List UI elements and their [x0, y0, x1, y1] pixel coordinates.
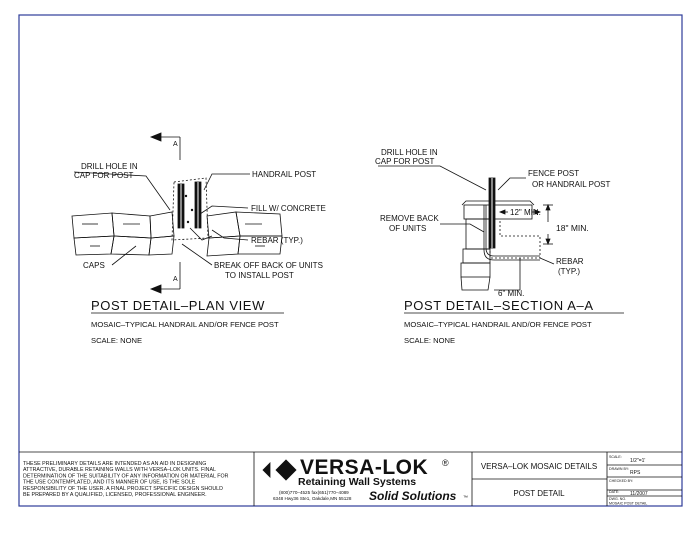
disclaimer-line: THESE PRELIMINARY DETAILS ARE INTENDED A… — [23, 461, 206, 467]
date-value: 11/2007 — [630, 491, 648, 497]
disclaimer-line: THE USE CONTEMPLATED, AND ITS MANNER OF … — [23, 480, 196, 486]
callout-break-off-1: BREAK OFF BACK OF UNITS — [214, 261, 323, 270]
drawn-value: RPS — [630, 470, 641, 476]
sec-callout-remove-1: REMOVE BACK — [380, 214, 439, 223]
logo-text: VERSA-LOK — [300, 456, 428, 479]
leader-section-rebar — [539, 257, 555, 265]
sec-callout-rebar-2: (TYP.) — [558, 267, 580, 276]
leader-section-drill — [378, 165, 487, 191]
section-view-scale: SCALE: NONE — [404, 336, 455, 345]
disclaimer-line: BE PREPARED BY A QUALIFIED, LICENSED, PR… — [23, 492, 207, 498]
logo-diamond-icon — [275, 459, 297, 481]
section-view-title: POST DETAIL–SECTION A–A — [404, 298, 594, 313]
disclaimer-line: DETERMINATION OF THE SUITABILITY OF ANY … — [23, 473, 229, 479]
callout-break-off-2: TO INSTALL POST — [225, 271, 294, 280]
callout-drill-hole-2: CAP FOR POST — [74, 171, 134, 180]
disclaimer-text: THESE PRELIMINARY DETAILS ARE INTENDED A… — [23, 461, 229, 498]
wall-unit-3 — [460, 262, 491, 278]
leader-rebar — [211, 229, 249, 241]
section-arrow-top — [149, 132, 162, 142]
disclaimer-line: RESPONSIBILITY OF THE USER. A FINAL PROJ… — [23, 486, 223, 492]
leader-caps — [111, 245, 137, 266]
checked-label: CHECKED BY: — [609, 479, 633, 483]
leader-section-fence — [497, 177, 526, 191]
leader-drill-hole — [73, 171, 171, 211]
tagline: Solid Solutions — [369, 489, 457, 503]
section-view-subtitle: MOSAIC–TYPICAL HANDRAIL AND/OR FENCE POS… — [404, 320, 592, 329]
callout-handrail-post: HANDRAIL POST — [252, 170, 316, 179]
dim-12-min: 12" MIN. — [510, 208, 541, 217]
dim-6-min: 6" MIN. — [498, 289, 524, 298]
callout-rebar: REBAR (TYP.) — [251, 236, 303, 245]
sec-callout-drill-2: CAP FOR POST — [375, 157, 435, 166]
rebar-bend — [485, 205, 540, 257]
section-arrow-bottom — [149, 284, 162, 294]
title-block — [19, 451, 682, 506]
leader-section-remove — [440, 223, 485, 233]
leader-handrail-post — [203, 173, 250, 191]
disclaimer-line: ATTRACTIVE, DURABLE RETAINING WALLS WITH… — [23, 467, 216, 473]
plan-view-scale: SCALE: NONE — [91, 336, 142, 345]
concrete-fill — [489, 219, 541, 259]
company-address: 6348 Hwy36 Ste1, Oakdale,MN 55128 — [273, 496, 352, 501]
sec-callout-drill-1: DRILL HOLE IN — [381, 148, 438, 157]
company-phone: (800)770–4525 fax(651)770–4089 — [279, 490, 349, 495]
callout-drill-hole-1: DRILL HOLE IN — [81, 162, 138, 171]
wall-units-plan — [71, 211, 283, 257]
sheet-border — [18, 14, 683, 507]
sec-callout-fence-2: OR HANDRAIL POST — [532, 180, 610, 189]
leader-fill-concrete — [199, 205, 249, 215]
handrail-posts-plan — [171, 177, 213, 241]
wall-unit-2 — [462, 248, 491, 264]
callout-caps: CAPS — [83, 261, 105, 270]
sec-callout-fence-1: FENCE POST — [528, 169, 579, 178]
dim-18-min: 18" MIN. — [556, 223, 589, 233]
company-name: Retaining Wall Systems — [298, 476, 416, 488]
scale-label: SCALE: — [609, 455, 622, 459]
plan-view-detail — [71, 132, 283, 294]
section-marker-bottom: A — [173, 276, 178, 283]
plan-view-title: POST DETAIL–PLAN VIEW — [91, 298, 265, 313]
sec-callout-remove-2: OF UNITS — [389, 224, 426, 233]
sec-callout-rebar-1: REBAR — [556, 257, 584, 266]
section-view-detail — [378, 165, 555, 291]
drawn-label: DRAWN BY: — [609, 467, 629, 471]
logo-registered: ® — [442, 458, 449, 468]
sheet-name: POST DETAIL — [513, 489, 565, 498]
scale-value: 1/2"=1' — [630, 458, 645, 464]
section-marker-top: A — [173, 141, 178, 148]
dwg-value: MOSAIC POST DETAIL — [609, 502, 647, 506]
tagline-tm: ™ — [463, 495, 468, 501]
date-label: DATE: — [609, 490, 619, 494]
project-name: VERSA–LOK MOSAIC DETAILS — [481, 462, 597, 471]
leader-break-off — [181, 243, 213, 266]
plan-view-subtitle: MOSAIC–TYPICAL HANDRAIL AND/OR FENCE POS… — [91, 320, 279, 329]
dwg-label: DWG. NO. — [609, 497, 626, 501]
callout-fill-concrete: FILL W/ CONCRETE — [251, 204, 326, 213]
